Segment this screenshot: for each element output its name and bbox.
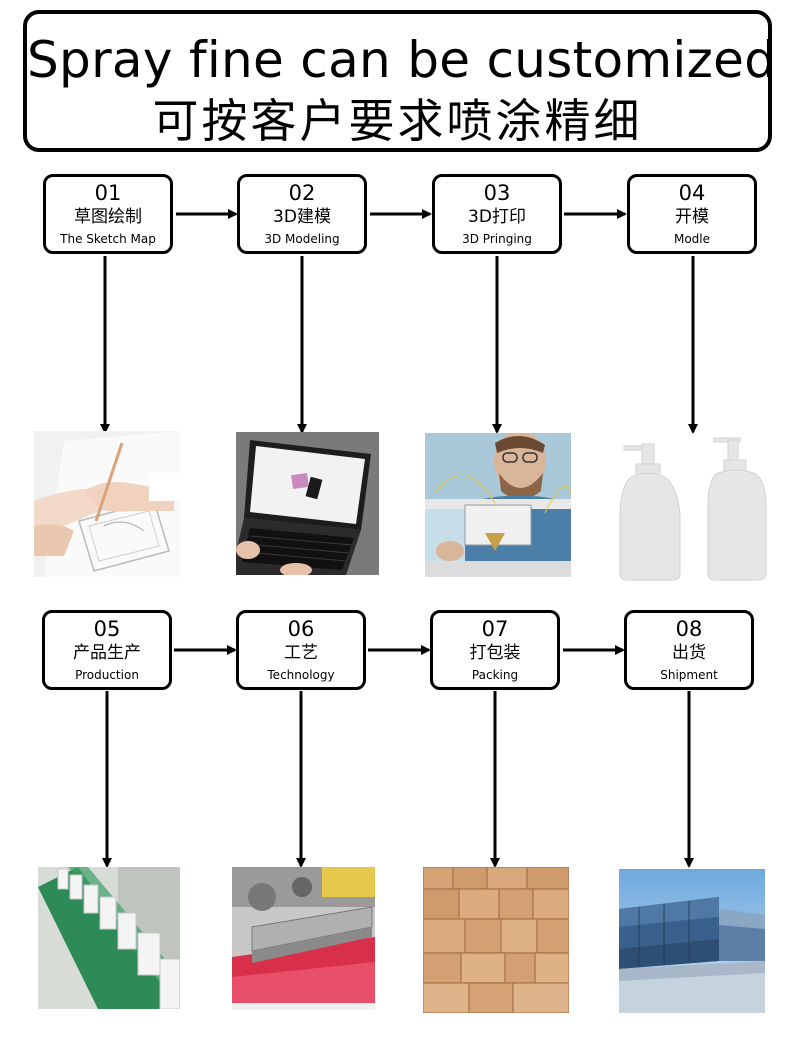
title-banner: Spray fine can be customized 可按客户要求喷涂精细 (23, 10, 777, 152)
step-number: 02 (288, 181, 316, 205)
laptop-modeling-photo (236, 432, 379, 575)
screen-printing-photo (232, 867, 375, 1010)
step-english-label: Packing (471, 668, 519, 682)
step-number: 03 (483, 181, 511, 205)
step-chinese-label: 3D建模 (273, 207, 331, 227)
production-line-photo (38, 867, 180, 1009)
pump-bottles-photo (616, 436, 768, 582)
step-02-box: 02 3D建模 3D Modeling (237, 174, 367, 254)
step-chinese-label: 开模 (675, 207, 709, 227)
step-08-box: 08 出货 Shipment (624, 610, 754, 690)
step-04-box: 04 开模 Modle (627, 174, 757, 254)
step-number: 06 (287, 617, 315, 641)
shipping-containers-photo (619, 869, 765, 1013)
step-number: 05 (93, 617, 121, 641)
step-english-label: 3D Modeling (264, 232, 340, 246)
step-07-box: 07 打包装 Packing (430, 610, 560, 690)
step-english-label: Production (75, 668, 139, 682)
step-number: 08 (675, 617, 703, 641)
step-06-box: 06 工艺 Technology (236, 610, 366, 690)
cardboard-boxes-photo (423, 867, 569, 1013)
step-01-box: 01 草图绘制 The Sketch Map (43, 174, 173, 254)
step-english-label: Shipment (660, 668, 718, 682)
step-05-box: 05 产品生产 Production (42, 610, 172, 690)
step-chinese-label: 出货 (672, 643, 706, 663)
step-03-box: 03 3D打印 3D Pringing (432, 174, 562, 254)
step-chinese-label: 3D打印 (468, 207, 526, 227)
3d-printer-photo (425, 433, 571, 577)
step-chinese-label: 工艺 (284, 643, 318, 663)
step-chinese-label: 产品生产 (73, 643, 141, 663)
step-english-label: The Sketch Map (60, 232, 156, 246)
step-chinese-label: 草图绘制 (74, 207, 142, 227)
sketch-drawing-photo (34, 431, 180, 577)
step-english-label: Modle (673, 232, 711, 246)
step-english-label: 3D Pringing (462, 232, 532, 246)
step-number: 04 (678, 181, 706, 205)
title-chinese: 可按客户要求喷涂精细 (152, 94, 643, 148)
step-number: 01 (94, 181, 122, 205)
step-english-label: Technology (267, 668, 335, 682)
title-english: Spray fine can be customized (27, 31, 777, 89)
step-number: 07 (481, 617, 509, 641)
step-chinese-label: 打包装 (469, 643, 521, 663)
